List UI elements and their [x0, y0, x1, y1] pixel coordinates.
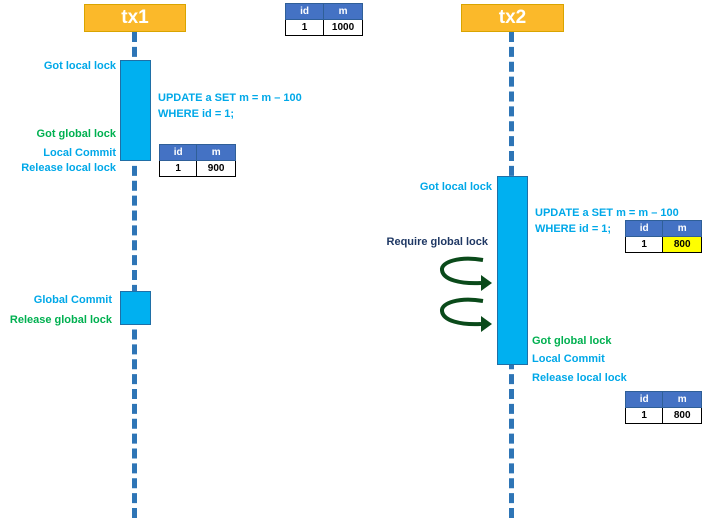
table-cell-m-highlighted: 800 — [662, 236, 702, 253]
tx2-local-commit: Local Commit — [532, 353, 605, 365]
tx2-release-local-lock: Release local lock — [532, 372, 627, 384]
tx1-local-activation — [120, 60, 151, 161]
tx1-release-local-lock: Release local lock — [21, 162, 116, 174]
tx2-local-activation — [497, 176, 528, 365]
tx1-release-global-lock: Release global lock — [9, 314, 112, 326]
tx1-statement-line1: UPDATE a SET m = m – 100 — [158, 92, 302, 104]
tx2-title: tx2 — [498, 7, 527, 28]
table-header-m: m — [662, 391, 702, 408]
tx2-got-local-lock: Got local lock — [419, 181, 492, 193]
table-header-m: m — [196, 144, 236, 161]
tx1-global-commit-activation — [120, 291, 151, 325]
table-initial: id m 1 1000 — [284, 3, 363, 36]
table-cell-m: 800 — [662, 407, 702, 424]
tx1-title: tx1 — [121, 7, 149, 28]
tx1-lifeline — [132, 32, 137, 518]
table-header-id: id — [284, 3, 325, 20]
table-cell-id: 1 — [624, 236, 664, 253]
tx1-update-statement: UPDATE a SET m = m – 100 WHERE id = 1; — [158, 90, 302, 122]
table-header-id: id — [624, 391, 664, 408]
tx2-statement-line2: WHERE id = 1; — [535, 223, 612, 235]
table-final: id m 1 800 — [624, 391, 702, 424]
table-cell-id: 1 — [624, 407, 664, 424]
table-tx2-pending: id m 1 800 — [624, 220, 702, 253]
retry-loop-icon — [440, 256, 492, 291]
table-header-m: m — [662, 220, 702, 237]
tx2-statement-line1: UPDATE a SET m = m – 100 — [535, 207, 679, 219]
table-cell-id: 1 — [284, 19, 325, 36]
table-header-m: m — [323, 3, 363, 20]
tx1-global-commit: Global Commit — [33, 294, 112, 306]
tx2-update-statement: UPDATE a SET m = m – 100 WHERE id = 1; — [535, 205, 679, 237]
table-header-id: id — [624, 220, 664, 237]
table-cell-id: 1 — [158, 160, 198, 177]
tx1-statement-line2: WHERE id = 1; — [158, 108, 235, 120]
table-after-tx1: id m 1 900 — [158, 144, 236, 177]
tx1-header: tx1 — [84, 4, 186, 32]
tx1-got-local-lock: Got local lock — [43, 60, 116, 72]
table-cell-m: 1000 — [323, 19, 363, 36]
tx1-local-commit: Local Commit — [43, 147, 116, 159]
tx1-got-global-lock: Got global lock — [36, 128, 116, 140]
table-cell-m: 900 — [196, 160, 236, 177]
retry-loop-icon — [440, 297, 492, 332]
tx2-got-global-lock: Got global lock — [532, 335, 612, 347]
table-header-id: id — [158, 144, 198, 161]
tx2-require-global-lock: Require global lock — [386, 236, 488, 248]
tx2-header: tx2 — [461, 4, 564, 32]
